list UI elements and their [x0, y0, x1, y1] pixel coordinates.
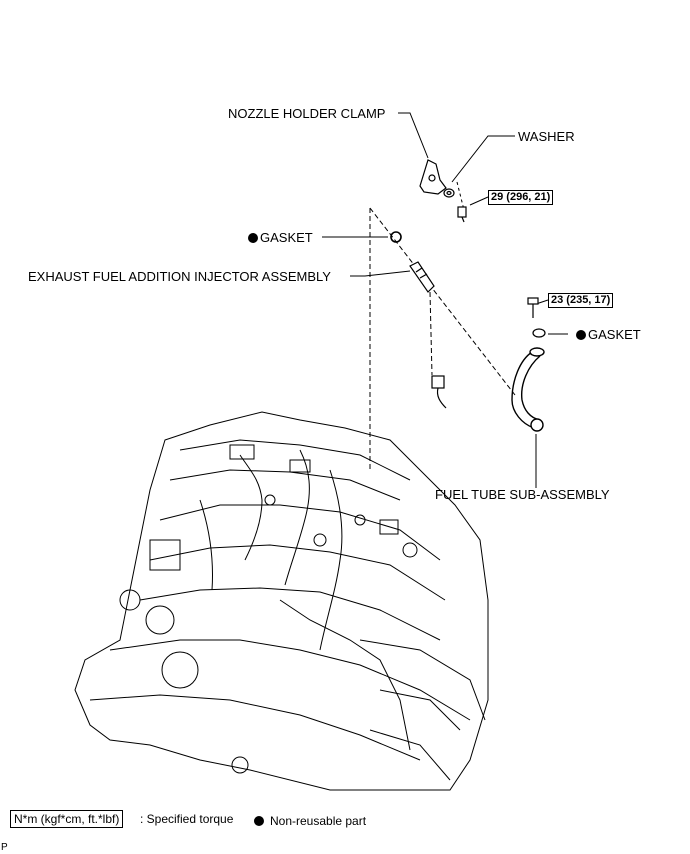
- nonreusable-dot-icon: [576, 330, 586, 340]
- leader-torque-clamp: [469, 196, 489, 206]
- label-gasket-right-text: GASKET: [588, 327, 641, 342]
- leader-injector: [350, 270, 411, 277]
- washer-part: [443, 188, 455, 198]
- label-gasket-upper-text: GASKET: [260, 230, 313, 245]
- connector-part: [431, 375, 447, 409]
- legend-torque-desc: : Specified torque: [140, 812, 234, 826]
- assembly-line-injector: [429, 291, 433, 376]
- legend-nonreusable: Non-reusable part: [254, 814, 366, 828]
- nozzle-holder-clamp-part: [419, 159, 447, 195]
- legend-nonreusable-text: Non-reusable part: [270, 814, 367, 828]
- assembly-line-bolt: [456, 181, 465, 211]
- engine-assembly-drawing: [74, 411, 489, 791]
- label-washer: WASHER: [518, 129, 575, 144]
- tube-bolt-part: [527, 297, 539, 318]
- legend-torque-unit-box: N*m (kgf*cm, ft.*lbf): [10, 810, 124, 828]
- torque-tube-bolt: 23 (235, 17): [548, 293, 614, 308]
- torque-clamp-bolt: 29 (296, 21): [488, 190, 554, 205]
- clamp-bolt-part: [457, 206, 467, 223]
- injector-part: [409, 261, 435, 293]
- label-gasket-upper: GASKET: [248, 230, 313, 245]
- fuel-tube-part: [511, 347, 545, 432]
- label-nozzle-holder-clamp: NOZZLE HOLDER CLAMP: [228, 106, 386, 121]
- tube-gasket-part: [532, 328, 546, 338]
- leader-nozzle-holder-clamp: [398, 112, 429, 159]
- label-fuel-tube: FUEL TUBE SUB-ASSEMBLY: [435, 487, 610, 502]
- nonreusable-dot-icon: [248, 233, 258, 243]
- label-gasket-right: GASKET: [576, 327, 641, 342]
- nonreusable-dot-icon: [254, 816, 264, 826]
- label-injector-assembly: EXHAUST FUEL ADDITION INJECTOR ASSEMBLY: [28, 269, 331, 284]
- corner-mark: P: [1, 842, 8, 853]
- leader-washer: [451, 135, 515, 183]
- gasket-upper-part: [390, 231, 402, 243]
